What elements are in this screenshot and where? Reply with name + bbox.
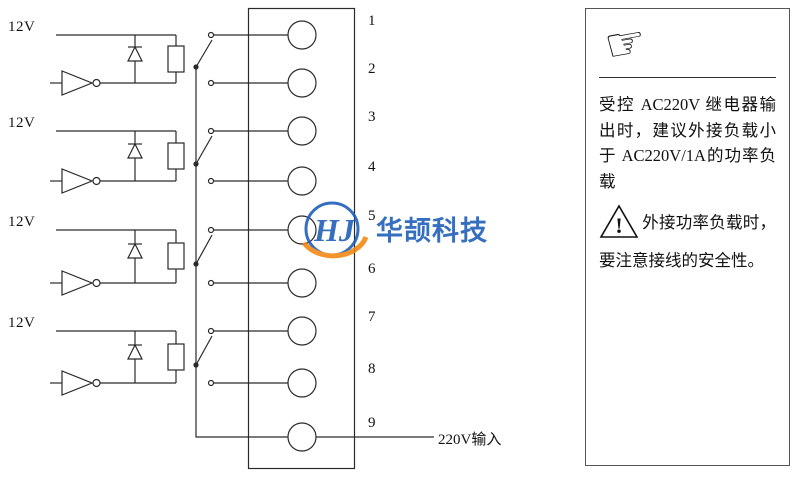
terminal-circle-5 xyxy=(287,215,317,245)
terminal-number: 5 xyxy=(368,208,376,224)
contact-dot xyxy=(207,327,215,335)
contact-dot xyxy=(207,379,215,387)
divider-line xyxy=(599,77,776,78)
terminal-circle-4 xyxy=(287,166,317,196)
contact-arm xyxy=(195,135,213,165)
channel-label-12v: 12V xyxy=(8,19,36,35)
relay-coil xyxy=(167,343,185,371)
inverter-bubble xyxy=(92,78,101,88)
contact-arm xyxy=(195,335,213,366)
contact-pivot xyxy=(193,261,199,267)
warning-triangle-icon: ! xyxy=(599,204,639,248)
input-220v-label: 220V输入 xyxy=(438,432,502,448)
relay-channel-3 xyxy=(50,226,288,296)
relay-coil xyxy=(167,45,185,73)
note-panel: ☞ 受控 AC220V 继电器输出时，建议外接负载小于 AC220V/1A的功率… xyxy=(585,8,790,466)
terminal-number: 2 xyxy=(368,61,376,77)
terminal-circle-3 xyxy=(287,116,317,146)
wire xyxy=(56,130,177,182)
channel-label-12v: 12V xyxy=(8,214,36,230)
inverter-icon xyxy=(61,70,94,96)
inverter-bubble xyxy=(92,278,101,288)
warning-exclamation: ! xyxy=(615,213,622,238)
channel-label-12v: 12V xyxy=(8,115,36,131)
terminal-number: 6 xyxy=(368,261,376,277)
note-paragraph-1: 受控 AC220V 继电器输出时，建议外接负载小于 AC220V/1A的功率负载 xyxy=(599,95,776,191)
inverter-icon xyxy=(61,370,94,396)
relay-circuit-schematic xyxy=(50,7,434,470)
terminal-number: 1 xyxy=(368,13,376,29)
relay-coil xyxy=(167,242,185,270)
contact-pivot xyxy=(193,362,199,368)
contact-dot xyxy=(207,177,215,185)
relay-channel-4 xyxy=(50,327,288,396)
terminal-circle-2 xyxy=(287,68,317,98)
wire xyxy=(213,34,288,84)
wire xyxy=(213,130,288,182)
note-paragraph-2-text: 外接功率负载时，要注意接线的安全性。 xyxy=(599,213,776,270)
terminal-circle-9 xyxy=(287,422,317,452)
terminal-number: 4 xyxy=(368,159,376,175)
inverter-icon xyxy=(61,168,94,194)
terminal-circle-8 xyxy=(287,368,317,398)
wire xyxy=(56,330,177,384)
diode-icon xyxy=(127,45,143,62)
note-paragraph-2: !外接功率负载时，要注意接线的安全性。 xyxy=(599,204,776,273)
wire xyxy=(213,330,288,384)
contact-pivot xyxy=(193,161,199,167)
contact-pivot xyxy=(193,64,199,70)
contact-dot xyxy=(207,31,215,39)
inverter-icon xyxy=(61,270,94,296)
diode-icon xyxy=(127,242,143,259)
inverter-bubble xyxy=(92,176,101,186)
contact-dot xyxy=(207,127,215,135)
relay-coil xyxy=(167,142,185,170)
terminal-number: 3 xyxy=(368,109,376,125)
terminal-number: 8 xyxy=(368,361,376,377)
diode-icon xyxy=(127,343,143,360)
terminal-circle-1 xyxy=(287,20,317,50)
terminal-circle-7 xyxy=(287,316,317,346)
wire xyxy=(213,229,288,284)
contact-arm xyxy=(195,234,213,265)
contact-dot xyxy=(207,79,215,87)
pointing-hand-icon: ☞ xyxy=(600,14,651,73)
relay-channel-1 xyxy=(50,31,288,96)
channel-label-12v: 12V xyxy=(8,315,36,331)
contact-dot xyxy=(207,279,215,287)
terminal-circle-6 xyxy=(287,268,317,298)
wire xyxy=(56,229,177,284)
contact-dot xyxy=(207,226,215,234)
common-bus-wire xyxy=(195,67,288,438)
terminal-number: 9 xyxy=(368,415,376,431)
relay-channel-2 xyxy=(50,127,288,194)
terminal-number: 7 xyxy=(368,309,376,325)
inverter-bubble xyxy=(92,378,101,388)
diode-icon xyxy=(127,142,143,159)
wire xyxy=(56,34,177,84)
contact-arm xyxy=(195,39,213,68)
